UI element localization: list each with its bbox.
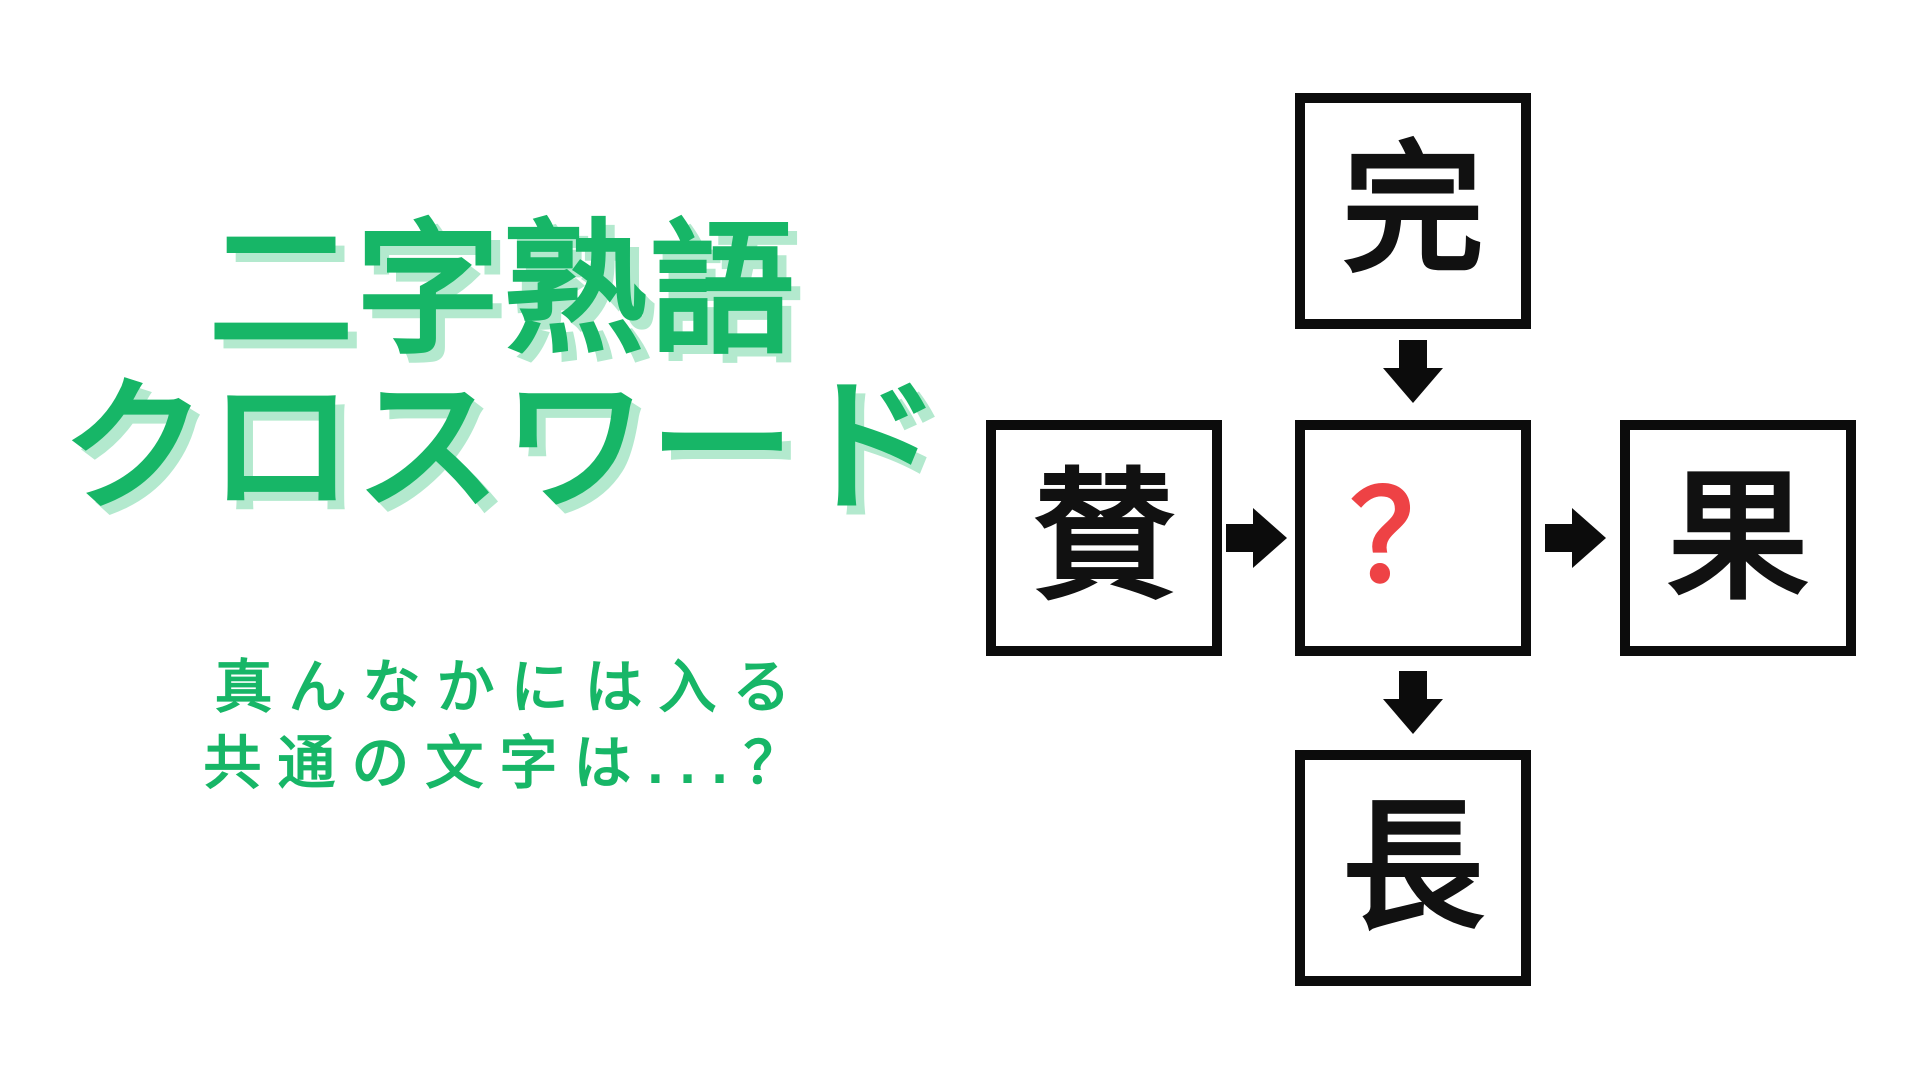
- kanji-left: 賛: [1033, 458, 1175, 617]
- kanji-right: 果: [1667, 458, 1809, 617]
- question-mark: ？: [1350, 467, 1476, 608]
- subtitle-line-2: 共通の文字は...？: [203, 731, 818, 796]
- arrow-down-icon: [1381, 671, 1445, 735]
- kanji-cell-right: 果: [1620, 420, 1856, 656]
- kanji-cell-center-unknown: ？: [1295, 420, 1531, 656]
- title-line-2: クロスワード: [61, 366, 944, 528]
- subtitle: 真んなかには入る 共通の文字は...？: [55, 650, 950, 802]
- title-line-1: 二字熟語: [208, 209, 797, 371]
- kanji-cell-bottom: 長: [1295, 750, 1531, 986]
- arrow-right-icon: [1226, 507, 1288, 569]
- subtitle-line-1: 真んなかには入る: [214, 655, 807, 720]
- kanji-bottom: 長: [1342, 788, 1484, 947]
- kanji-cell-left: 賛: [986, 420, 1222, 656]
- arrow-down-icon: [1381, 340, 1445, 404]
- kanji-cell-top: 完: [1295, 93, 1531, 329]
- page-title: 二字熟語 クロスワード: [55, 212, 950, 526]
- kanji-top: 完: [1342, 131, 1484, 290]
- arrow-right-icon: [1545, 507, 1607, 569]
